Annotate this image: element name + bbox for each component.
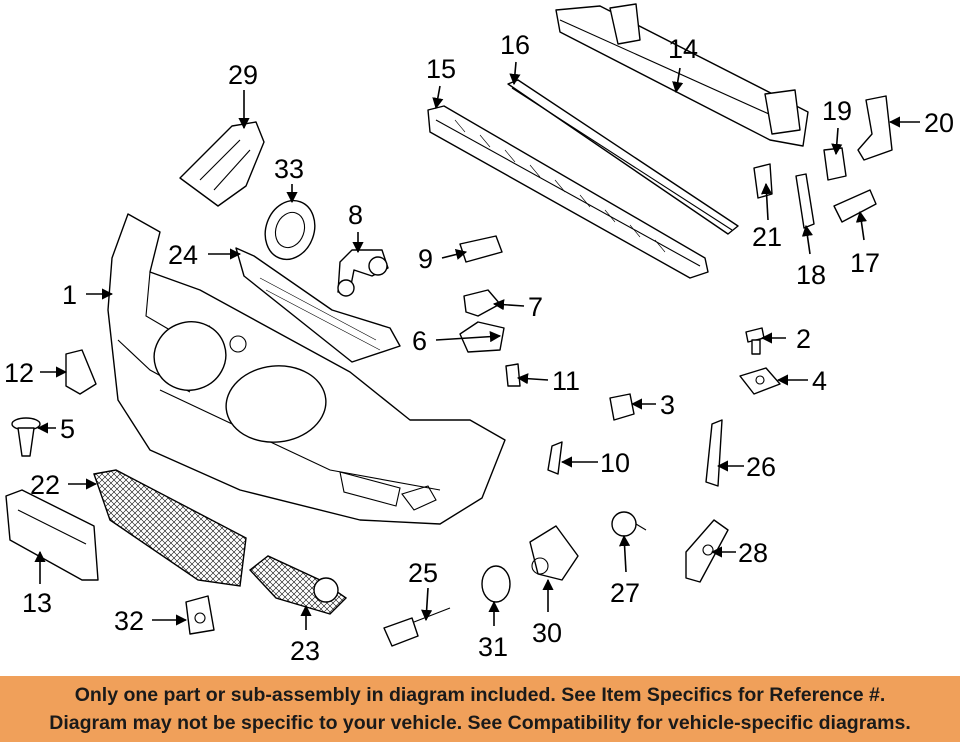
callout-22: 22 [30, 470, 60, 500]
callout-1: 1 [62, 280, 77, 310]
callout-24: 24 [168, 240, 198, 270]
callout-19: 19 [822, 96, 852, 126]
disclaimer-line-1: Only one part or sub-assembly in diagram… [74, 684, 886, 706]
part-31-cap[interactable] [481, 565, 511, 603]
callout-26: 26 [746, 452, 776, 482]
part-29-air-duct[interactable] [179, 121, 265, 207]
disclaimer-banner: Only one part or sub-assembly in diagram… [0, 676, 960, 742]
callout-18: 18 [796, 260, 826, 290]
part-24-grille-frame[interactable] [235, 247, 401, 363]
part-15-energy-absorber[interactable] [427, 105, 709, 279]
part-30-parking-sensor[interactable] [529, 525, 579, 581]
callout-23: 23 [290, 636, 320, 666]
callout-27: 27 [610, 578, 640, 608]
callout-leaders [34, 61, 920, 630]
callout-2: 2 [796, 324, 811, 354]
part-19-bracket[interactable] [823, 147, 847, 181]
callout-15: 15 [426, 54, 456, 84]
part-4-nut-plate[interactable] [739, 367, 781, 395]
part-22-lower-grille[interactable] [93, 469, 247, 587]
part-12-side-bracket[interactable] [65, 349, 97, 395]
part-17-pad[interactable] [833, 189, 877, 223]
part-18-bracket[interactable] [795, 173, 815, 229]
callout-32: 32 [114, 606, 144, 636]
callout-4: 4 [812, 366, 827, 396]
part-27-sensor[interactable] [611, 511, 647, 537]
part-1-bumper-cover[interactable] [107, 213, 506, 525]
callout-31: 31 [478, 632, 508, 662]
callout-29: 29 [228, 60, 258, 90]
part-8-washer-bracket[interactable] [337, 249, 389, 297]
callout-8: 8 [348, 200, 363, 230]
callout-21: 21 [752, 222, 782, 252]
callout-30: 30 [532, 618, 562, 648]
callout-13: 13 [22, 588, 52, 618]
callout-17: 17 [850, 248, 880, 278]
part-20-bracket[interactable] [857, 95, 893, 161]
part-21-clip[interactable] [753, 163, 773, 199]
part-28-bracket[interactable] [685, 519, 729, 583]
callout-6: 6 [412, 326, 427, 356]
part-11-clip[interactable] [505, 363, 521, 387]
part-13-license-bracket[interactable] [5, 489, 99, 581]
part-2-bolt[interactable] [745, 327, 765, 355]
callout-11: 11 [552, 366, 580, 396]
part-10-trim[interactable] [547, 441, 563, 475]
parts-diagram: 1 2 3 4 5 6 7 8 9 10 11 12 13 14 15 16 1… [4, 3, 954, 666]
callout-20: 20 [924, 108, 954, 138]
callout-33: 33 [274, 154, 304, 184]
part-14-bumper-reinforcement[interactable] [555, 3, 809, 147]
callout-9: 9 [418, 244, 433, 274]
callout-10: 10 [600, 448, 630, 478]
part-23-fog-grille[interactable] [248, 555, 348, 615]
part-33-emblem[interactable] [257, 194, 323, 267]
callout-3: 3 [660, 390, 675, 420]
part-32-bracket[interactable] [185, 595, 215, 635]
callout-28: 28 [738, 538, 768, 568]
part-26-trim[interactable] [705, 419, 723, 487]
part-9-cover[interactable] [459, 235, 503, 263]
callout-7: 7 [528, 292, 543, 322]
callout-25: 25 [408, 558, 438, 588]
callout-16: 16 [500, 30, 530, 60]
callout-5: 5 [60, 414, 75, 444]
callout-14: 14 [668, 34, 698, 64]
disclaimer-line-2: Diagram may not be specific to your vehi… [49, 712, 911, 734]
part-3-clip[interactable] [609, 393, 635, 421]
part-5-push-clip[interactable] [11, 417, 41, 457]
callout-12: 12 [4, 358, 34, 388]
part-7-bracket[interactable] [463, 289, 501, 317]
part-25-sensor[interactable] [383, 607, 451, 647]
